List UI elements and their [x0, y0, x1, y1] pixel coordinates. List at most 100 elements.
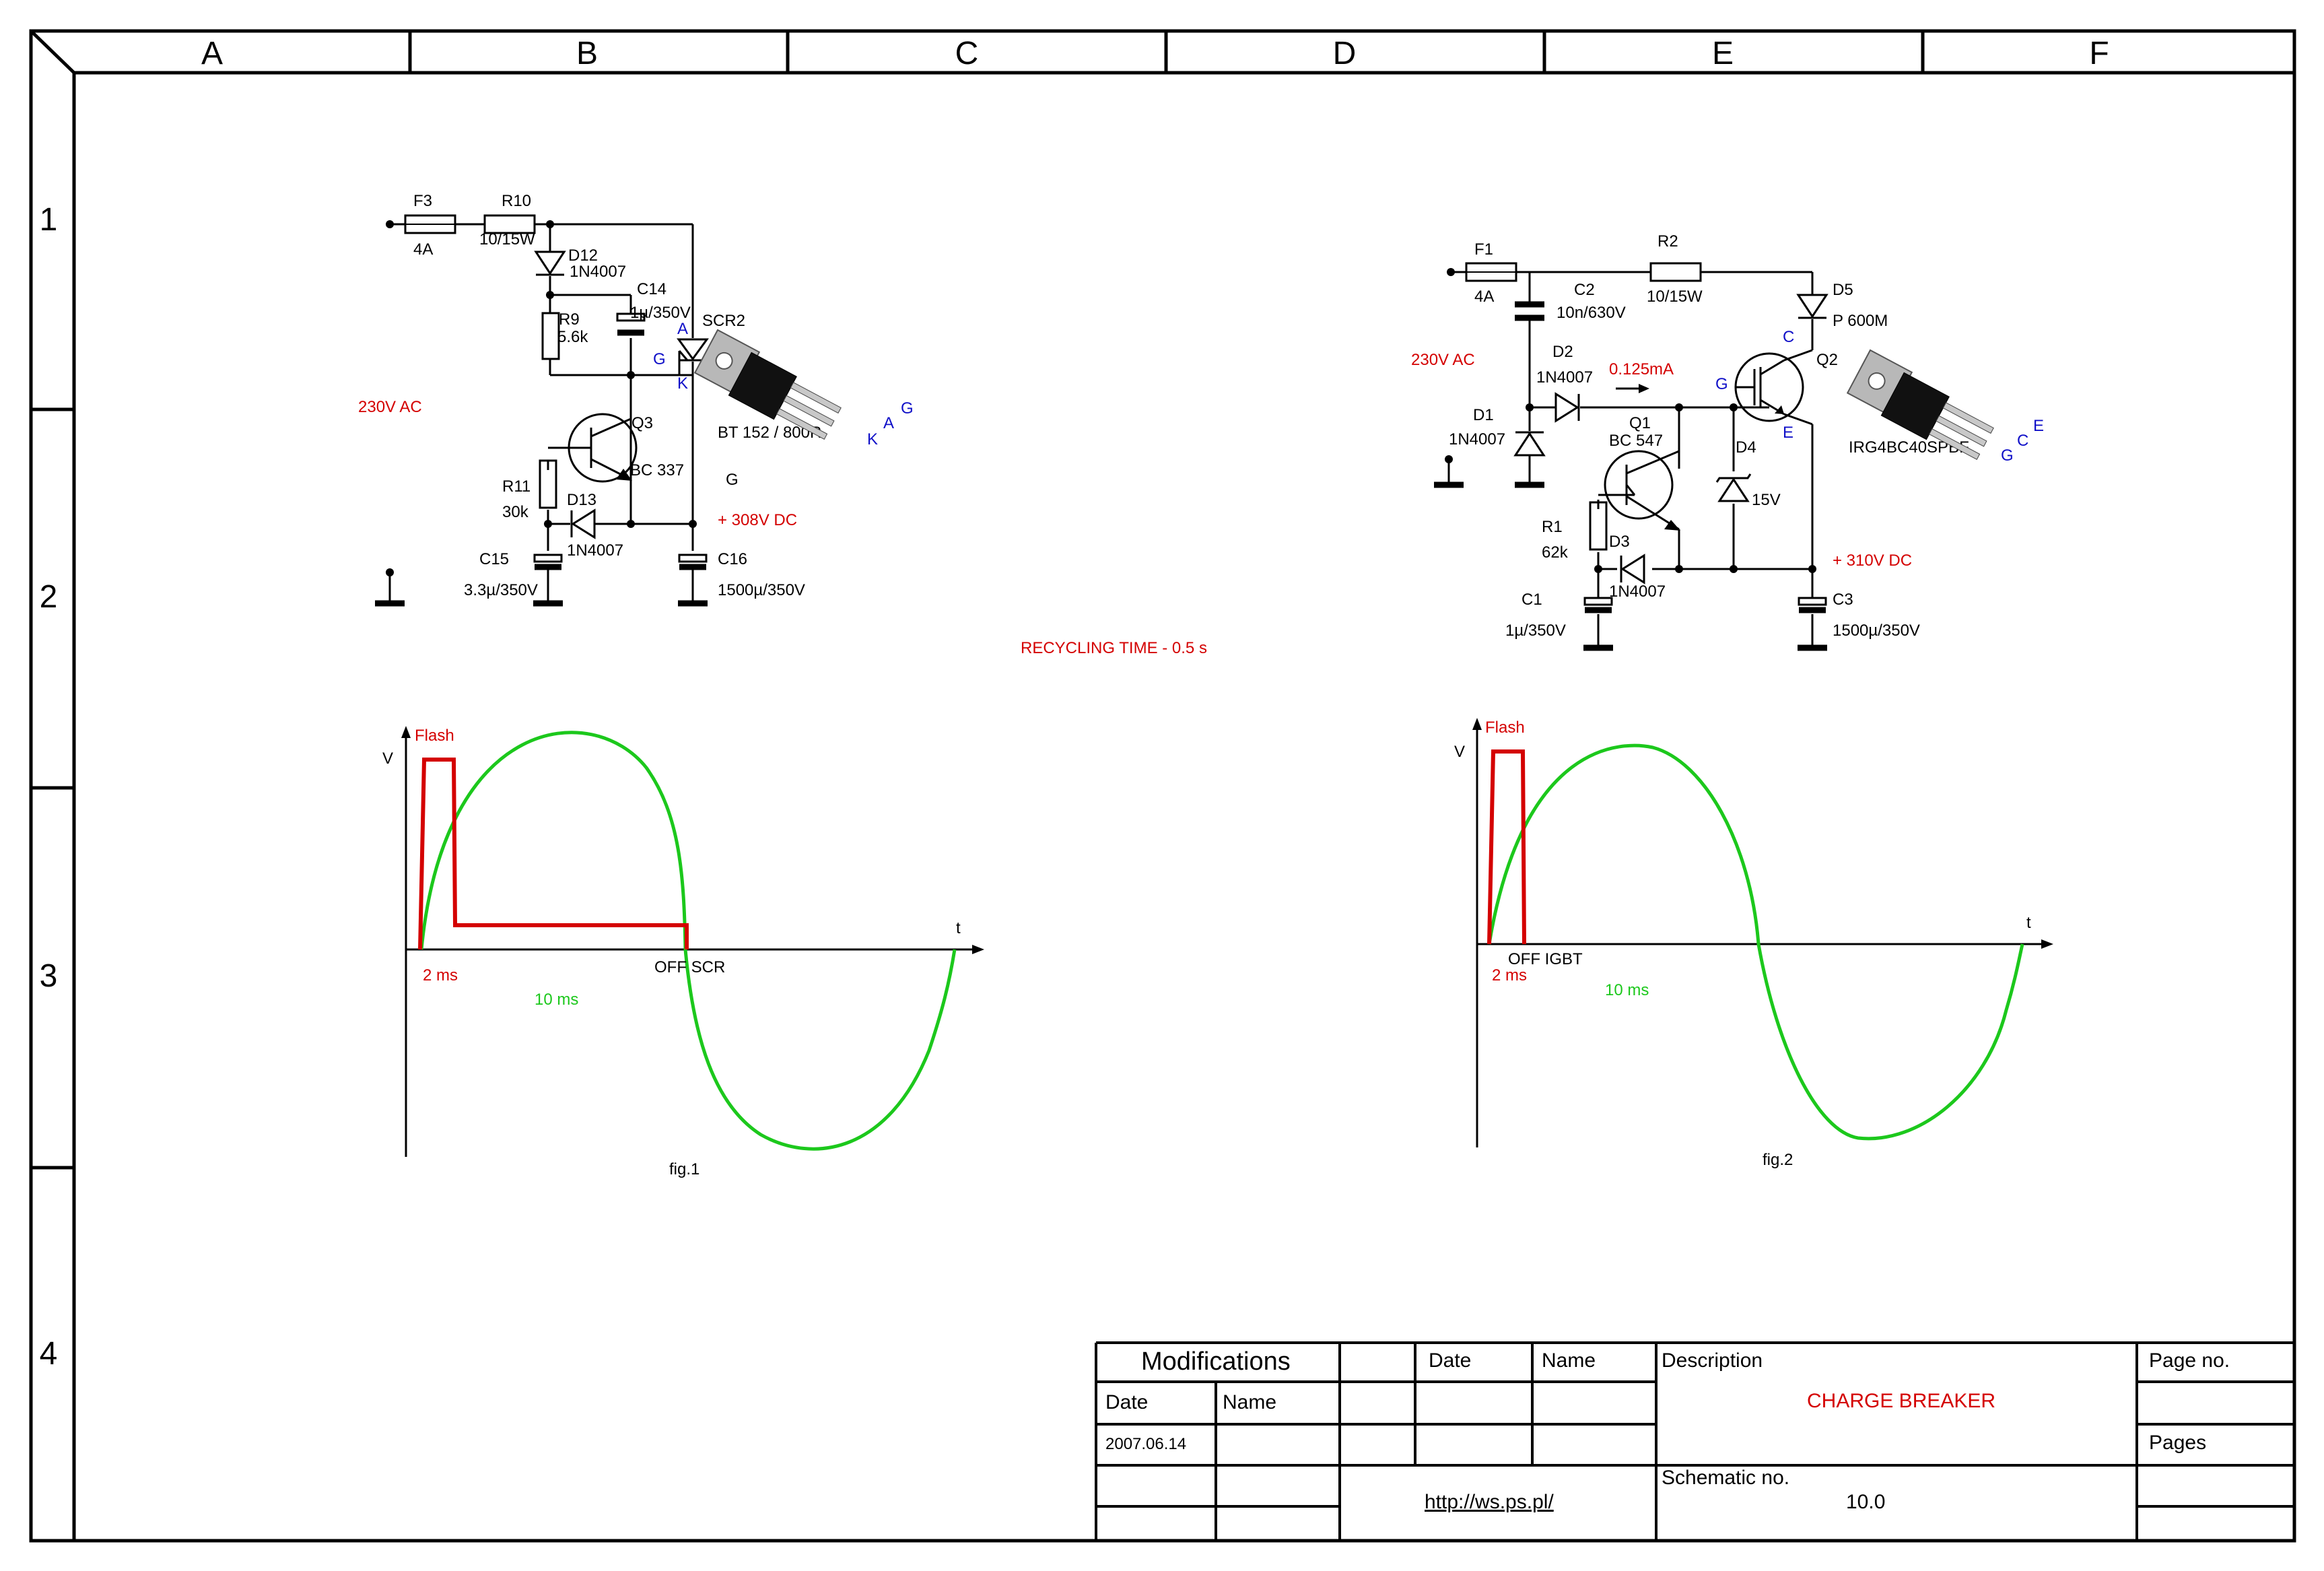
transistor-q1 — [1604, 450, 1680, 531]
modifications-heading: Modifications — [1141, 1347, 1291, 1376]
circuit1-junctions — [386, 220, 697, 576]
current-label: 0.125mA — [1609, 360, 1674, 378]
r2-ref: R2 — [1657, 232, 1678, 250]
fig1-10ms-label: 10 ms — [535, 991, 578, 1009]
current-arrow-icon — [1616, 384, 1649, 393]
capacitor-c15 — [533, 554, 563, 570]
circuit1-input: 230V AC — [358, 398, 422, 416]
circuit2-output: + 310V DC — [1833, 551, 1912, 570]
fig1-y-arrow-icon — [401, 726, 411, 738]
description-value: CHARGE BREAKER — [1807, 1390, 1995, 1412]
resistor-r11 — [539, 459, 557, 509]
fig1-sine-wave — [419, 731, 957, 1151]
c16-ref: C16 — [718, 550, 747, 568]
d4-value: 15V — [1752, 491, 1781, 509]
diode-d3 — [1620, 554, 1645, 584]
to220-package-icon — [693, 329, 842, 440]
capacitor-c3 — [1798, 597, 1827, 613]
mod-date-header: Date — [1105, 1391, 1148, 1413]
fig2-y-arrow-icon — [1472, 718, 1482, 730]
c3-ref: C3 — [1833, 591, 1853, 609]
col-label-c: C — [955, 36, 979, 71]
q2-pkg-pin-c: C — [2017, 432, 2028, 450]
fuse-f3 — [404, 214, 456, 234]
circuit1-wires — [388, 223, 694, 601]
row-labels: 1 2 3 4 — [40, 202, 58, 1372]
r1-ref: R1 — [1542, 518, 1563, 536]
fig2-x-arrow-icon — [2041, 939, 2053, 949]
col-label-f: F — [2089, 36, 2109, 71]
resistor-r1 — [1589, 501, 1608, 551]
fig2-t-label: t — [2026, 914, 2031, 932]
fig2-flash-label: Flash — [1485, 718, 1525, 737]
circuit-igbt: F1 4A C2 10n/630V R2 10/15W D5 P 600M D2… — [1411, 232, 2044, 651]
scr2-pkg-pin-g: G — [901, 399, 914, 417]
q3-value: BC 337 — [630, 461, 684, 479]
diode-d1 — [1513, 431, 1546, 459]
d1-value: 1N4007 — [1449, 430, 1505, 448]
d1-ref: D1 — [1473, 406, 1494, 424]
diode-d2 — [1554, 392, 1580, 423]
fig1-v-label: V — [382, 749, 393, 768]
circuit2-input: 230V AC — [1411, 351, 1475, 369]
col-label-e: E — [1712, 36, 1734, 71]
title-block-grid — [1095, 1341, 2294, 1541]
scr2-pin-g: G — [653, 350, 666, 368]
fig2-2ms-label: 2 ms — [1492, 966, 1527, 984]
d2-value: 1N4007 — [1536, 368, 1593, 387]
f3-ref: F3 — [413, 192, 432, 210]
col-label-a: A — [201, 36, 223, 71]
q2-pin-e: E — [1783, 424, 1793, 442]
circuit-scr: F3 4A R10 10/15W D12 1N4007 C14 1µ/350V … — [358, 192, 914, 607]
description-header: Description — [1662, 1349, 1763, 1372]
fig2-off-label: OFF IGBT — [1508, 950, 1583, 968]
col-label-d: D — [1333, 36, 1357, 71]
resistor-r9 — [541, 312, 560, 360]
r9-ref: R9 — [559, 310, 580, 329]
recycling-time: RECYCLING TIME - 0.5 s — [1021, 639, 1207, 657]
to247-package-icon — [1846, 349, 1994, 461]
capacitor-c14 — [616, 312, 646, 336]
resistor-r10 — [483, 214, 536, 234]
d13-value: 1N4007 — [567, 541, 623, 560]
f1-ref: F1 — [1474, 240, 1493, 259]
d5-value: P 600M — [1833, 312, 1888, 330]
fig1-2ms-label: 2 ms — [423, 966, 458, 984]
d2-ref: D2 — [1552, 343, 1573, 361]
website-link[interactable]: http://ws.ps.pl/ — [1425, 1491, 1554, 1513]
pages-header: Pages — [2149, 1432, 2206, 1454]
transistor-q3 — [548, 413, 638, 483]
schematic-no-header: Schematic no. — [1662, 1467, 1789, 1489]
diode-d12 — [534, 250, 566, 276]
circuit1-output: + 308V DC — [718, 511, 797, 529]
zener-d4 — [1715, 473, 1752, 502]
fig1-x-arrow-icon — [972, 945, 984, 954]
circuit2-junctions — [1445, 268, 1816, 573]
fuse-f1 — [1465, 262, 1517, 282]
c1-value: 1µ/350V — [1505, 622, 1566, 640]
q2-ref: Q2 — [1816, 351, 1838, 369]
mod-name-header: Name — [1223, 1391, 1276, 1413]
diode-d5 — [1796, 294, 1829, 319]
capacitor-c1 — [1583, 597, 1613, 613]
title-block: Modifications Date Name 2007.06.14 Date … — [1095, 1341, 2294, 1541]
d3-ref: D3 — [1609, 533, 1630, 551]
fig2-caption: fig.2 — [1763, 1151, 1793, 1169]
r10-ref: R10 — [502, 192, 531, 210]
q2-pkg-pin-e: E — [2033, 417, 2044, 435]
c1-ref: C1 — [1522, 591, 1542, 609]
r2-value: 10/15W — [1647, 288, 1703, 306]
fig2-sine-wave — [1487, 743, 2024, 1141]
column-labels: A B C D E F — [201, 36, 2109, 71]
d13-ref: D13 — [567, 491, 596, 509]
row-label-1: 1 — [40, 202, 58, 238]
name-header: Name — [1542, 1349, 1596, 1372]
r1-value: 62k — [1542, 543, 1569, 562]
schematic-no-value: 10.0 — [1846, 1491, 1885, 1513]
capacitor-c2 — [1515, 301, 1544, 321]
fig2-flash-pulse — [1487, 749, 1526, 945]
d12-ref: D12 — [568, 246, 598, 265]
resistor-r2 — [1649, 262, 1702, 282]
r9-value: 5.6k — [557, 328, 588, 346]
g-label: G — [726, 471, 739, 489]
